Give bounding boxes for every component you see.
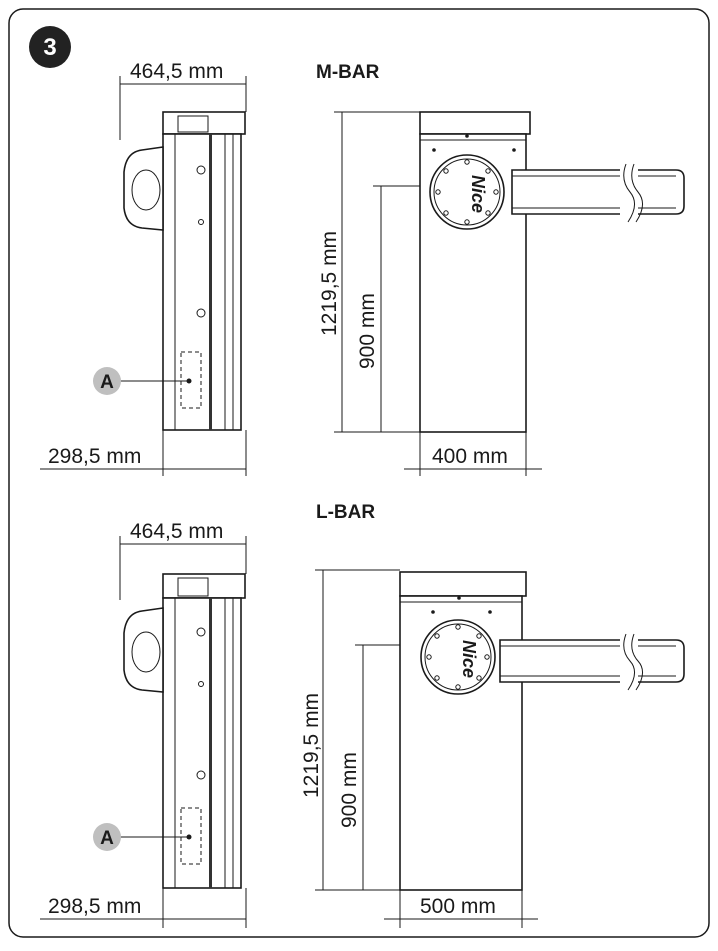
m-bar-front-width-label: 400 mm — [432, 445, 508, 468]
l-bar-callout-a: A — [100, 828, 114, 849]
m-bar-height-total-label: 1219,5 mm — [318, 231, 341, 336]
m-bar-side-width-label: 464,5 mm — [130, 60, 223, 83]
l-bar-logo: Nice — [459, 640, 479, 678]
l-bar-title: L-BAR — [316, 502, 375, 523]
l-bar-side-depth-label: 298,5 mm — [48, 895, 141, 918]
figure-frame — [8, 8, 710, 938]
m-bar-title: M-BAR — [316, 62, 380, 83]
figure-number-badge: 3 — [29, 26, 71, 68]
figure-number: 3 — [43, 34, 56, 61]
m-bar-side-depth-label: 298,5 mm — [48, 445, 141, 468]
l-bar-side-width-label: 464,5 mm — [130, 520, 223, 543]
m-bar-callout-a: A — [100, 372, 114, 393]
l-bar-side-view: 464,5 mm 298,5 mm A — [40, 520, 247, 928]
m-bar-logo: Nice — [468, 175, 488, 213]
m-bar-front-view: 1219,5 mm 900 mm — [318, 111, 685, 476]
l-bar-height-total-label: 1219,5 mm — [300, 693, 323, 798]
m-bar-section: M-BAR 464,5 mm — [40, 60, 685, 476]
l-bar-section: L-BAR 464,5 mm 298,5 mm — [40, 502, 685, 928]
l-bar-front-view: 1219,5 mm 900 mm Ni — [300, 569, 685, 928]
m-bar-height-axis-label: 900 mm — [356, 293, 379, 369]
m-bar-callout-a-badge — [93, 367, 121, 395]
l-bar-front-width-label: 500 mm — [420, 895, 496, 918]
l-bar-callout-a-badge — [93, 823, 121, 851]
m-bar-side-view: 464,5 mm 298,5 mm — [40, 60, 247, 476]
l-bar-height-axis-label: 900 mm — [338, 752, 361, 828]
